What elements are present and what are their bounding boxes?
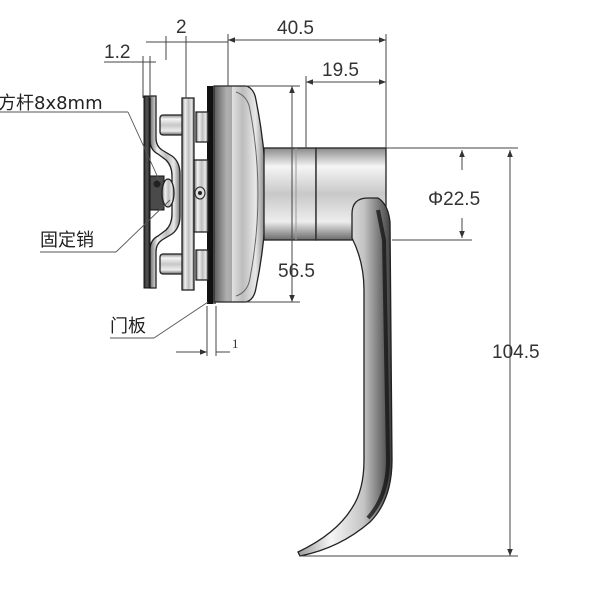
dim-1-2: 1.2	[104, 42, 156, 98]
lever-handle	[297, 197, 393, 557]
back-bracket	[143, 95, 209, 291]
label-fixing-pin: 固定销	[40, 199, 171, 253]
dim-2: 2	[146, 17, 228, 98]
label-square-shaft: 方杆8x8mm	[0, 93, 161, 183]
dim-40-5-label: 40.5	[277, 18, 314, 39]
dim-1-2-label: 1.2	[104, 42, 130, 63]
dim-104-5-label: 104.5	[492, 342, 540, 363]
dim-1: 1	[176, 306, 239, 356]
dim-56-5-label: 56.5	[278, 261, 315, 282]
door-panel-text: 门板	[110, 316, 146, 337]
dim-2-label: 2	[176, 17, 187, 38]
square-shaft-text: 方杆8x8mm	[0, 93, 103, 114]
dim-phi-22-5: Φ22.5	[386, 147, 518, 241]
dim-19-5: 19.5	[305, 60, 386, 148]
dim-19-5-label: 19.5	[322, 60, 359, 81]
label-door-panel: 门板	[110, 301, 209, 339]
fixing-pin-text: 固定销	[40, 230, 94, 251]
dim-56-5: 56.5	[246, 85, 315, 303]
escutcheon-plate	[213, 85, 267, 303]
dim-1-label: 1	[232, 336, 239, 351]
dim-104-5: 104.5	[300, 150, 540, 557]
dim-40-5: 40.5	[227, 18, 387, 148]
dim-phi-22-5-label: Φ22.5	[428, 189, 480, 210]
